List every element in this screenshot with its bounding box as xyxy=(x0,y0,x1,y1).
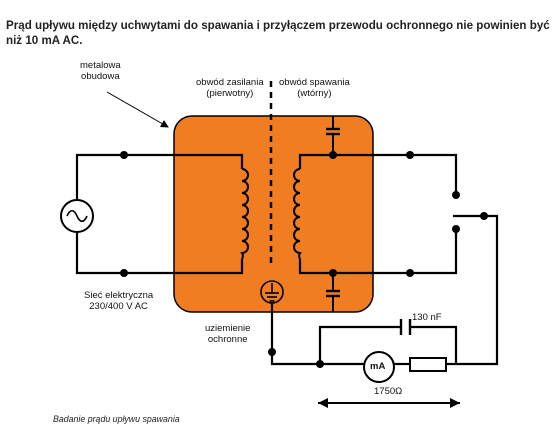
primary-circuit-label: obwód zasilania (pierwotny) xyxy=(196,77,264,99)
resistance-arrow-right xyxy=(450,398,460,408)
intro-line-2: niż 10 mA AC. xyxy=(6,34,83,47)
resistance-label: 1750Ω xyxy=(374,386,403,397)
milliammeter-icon xyxy=(363,351,395,383)
junction-dots xyxy=(120,151,488,368)
metal-housing xyxy=(173,115,374,313)
figure-caption: Badanie prądu upływu spawania xyxy=(53,414,180,424)
ac-source-icon xyxy=(60,199,94,233)
switch-icon xyxy=(453,214,499,366)
mains-label: Sieć elektryczna 230/400 V AC xyxy=(84,290,154,312)
intro-text: Prąd upływu między uchwytami do spawania… xyxy=(6,18,552,48)
resistance-arrow-left xyxy=(318,398,328,408)
milliammeter-label: mA xyxy=(370,361,386,372)
upper-capacitor-icon xyxy=(326,116,340,155)
primary-coil-icon xyxy=(240,168,249,260)
primary-wiring xyxy=(75,153,244,275)
intro-line-1: Prąd upływu między uchwytami do spawania… xyxy=(6,19,552,32)
capacitance-label: 130 nF xyxy=(412,312,442,323)
resistor-icon xyxy=(409,357,447,372)
housing-pointer-arrow xyxy=(106,91,169,128)
housing-label: metalowa obudowa xyxy=(80,60,121,82)
protective-earth-label: uziemienie ochronne xyxy=(205,323,251,345)
secondary-coil-icon xyxy=(293,168,302,260)
secondary-circuit-label: obwód spawania (wtórny) xyxy=(279,77,350,99)
capacitor-130nf-icon xyxy=(399,319,412,335)
measurement-wiring xyxy=(270,303,458,366)
